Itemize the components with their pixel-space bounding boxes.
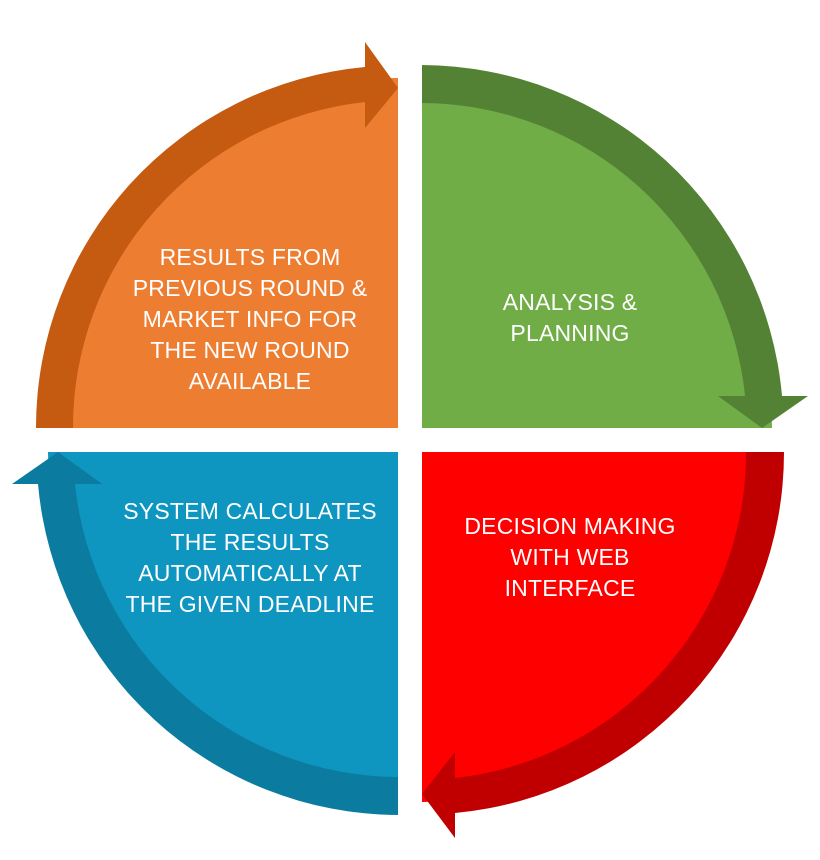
quadrant-analysis	[422, 78, 772, 428]
arrow-analysis	[422, 65, 808, 428]
quadrant-decision	[422, 452, 772, 802]
arrow-decision	[422, 452, 785, 838]
quadrant-results	[48, 78, 398, 428]
arrow-results	[35, 42, 399, 428]
arrow-system	[12, 452, 398, 815]
step-label-decision: DECISION MAKING WITH WEB INTERFACE	[464, 513, 676, 601]
quadrant-system	[48, 452, 398, 802]
step-label-system: SYSTEM CALCULATES THE RESULTS AUTOMATICA…	[123, 498, 377, 617]
step-label-results: RESULTS FROM PREVIOUS ROUND & MARKET INF…	[132, 244, 368, 394]
step-label-analysis: ANALYSIS & PLANNING	[502, 289, 638, 346]
